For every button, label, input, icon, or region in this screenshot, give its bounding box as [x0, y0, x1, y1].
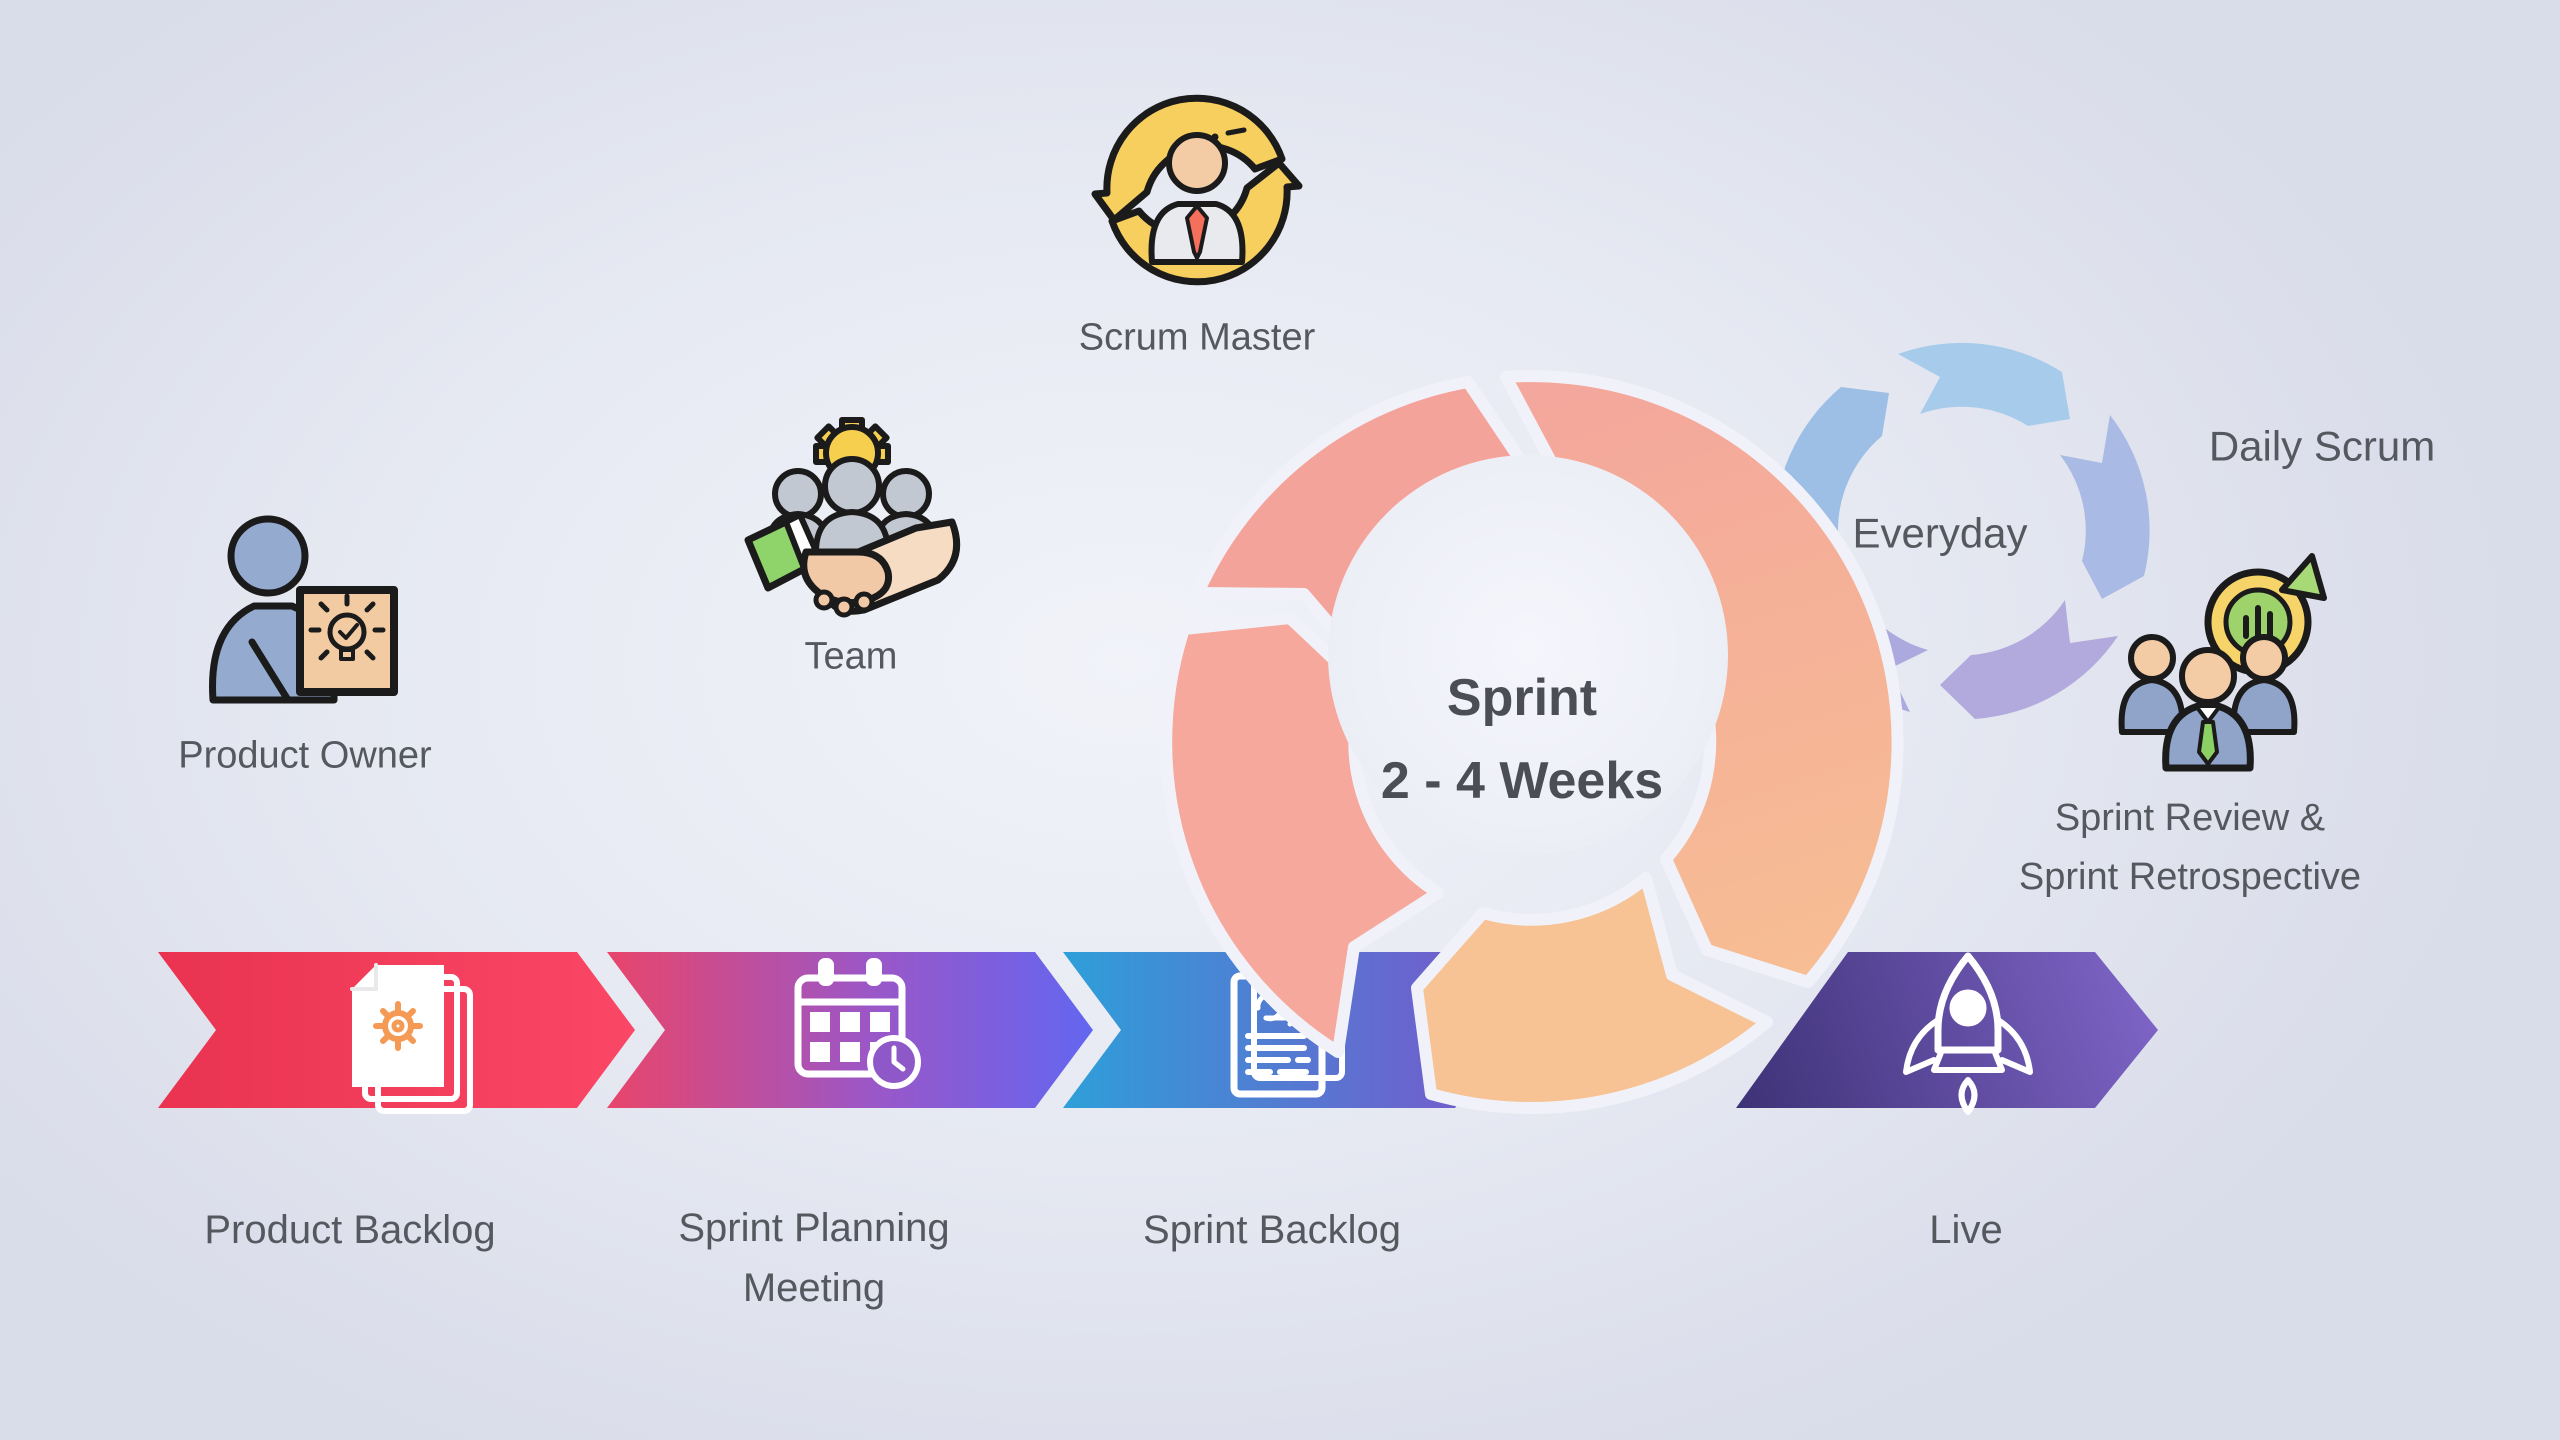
sprint-review-label: Sprint Review & Sprint Retrospective: [2019, 789, 2361, 907]
product-backlog-label: Product Backlog: [204, 1208, 496, 1252]
team-chart-icon: [2118, 553, 2327, 772]
sprint-cycle-title: Sprint 2 - 4 Weeks: [1381, 657, 1663, 823]
sprint-ring-bottom-segment: [1411, 872, 1773, 1114]
team-label: Team: [804, 635, 898, 678]
sprint-title-line1: Sprint: [1446, 668, 1598, 727]
sprint-ring-left-segment: [1160, 612, 1444, 1058]
product-owner-label: Product Owner: [178, 734, 432, 777]
daily-scrum-label: Daily Scrum: [2208, 422, 2436, 470]
calendar-clock-icon: [794, 958, 921, 1089]
rocket-icon: [1903, 952, 2033, 1115]
handshake-team-icon: [744, 417, 961, 618]
arrow-live: [1736, 952, 2158, 1108]
sprint-planning-label: Sprint Planning Meeting: [678, 1198, 949, 1318]
sprint-cycle-center: [1328, 455, 1728, 855]
scrum-master-label: Scrum Master: [1078, 316, 1316, 359]
everyday-label: Everyday: [1852, 509, 2028, 557]
document-gear-icon: [350, 963, 473, 1114]
live-label: Live: [1929, 1208, 2003, 1252]
sprint-planning-line2: Meeting: [742, 1266, 886, 1310]
sprint-backlog-label: Sprint Backlog: [1143, 1208, 1401, 1252]
sprint-review-line1: Sprint Review &: [2054, 797, 2326, 840]
sprint-title-line2: 2 - 4 Weeks: [1380, 752, 1664, 810]
person-recycle-icon: [1091, 94, 1303, 286]
person-idea-icon: [209, 515, 398, 704]
arrow-sprint-backlog: [1063, 952, 1515, 1108]
flow-arrows: [158, 952, 2158, 1115]
sprint-planning-line1: Sprint Planning: [678, 1206, 950, 1250]
sprint-review-line2: Sprint Retrospective: [2018, 856, 2362, 898]
